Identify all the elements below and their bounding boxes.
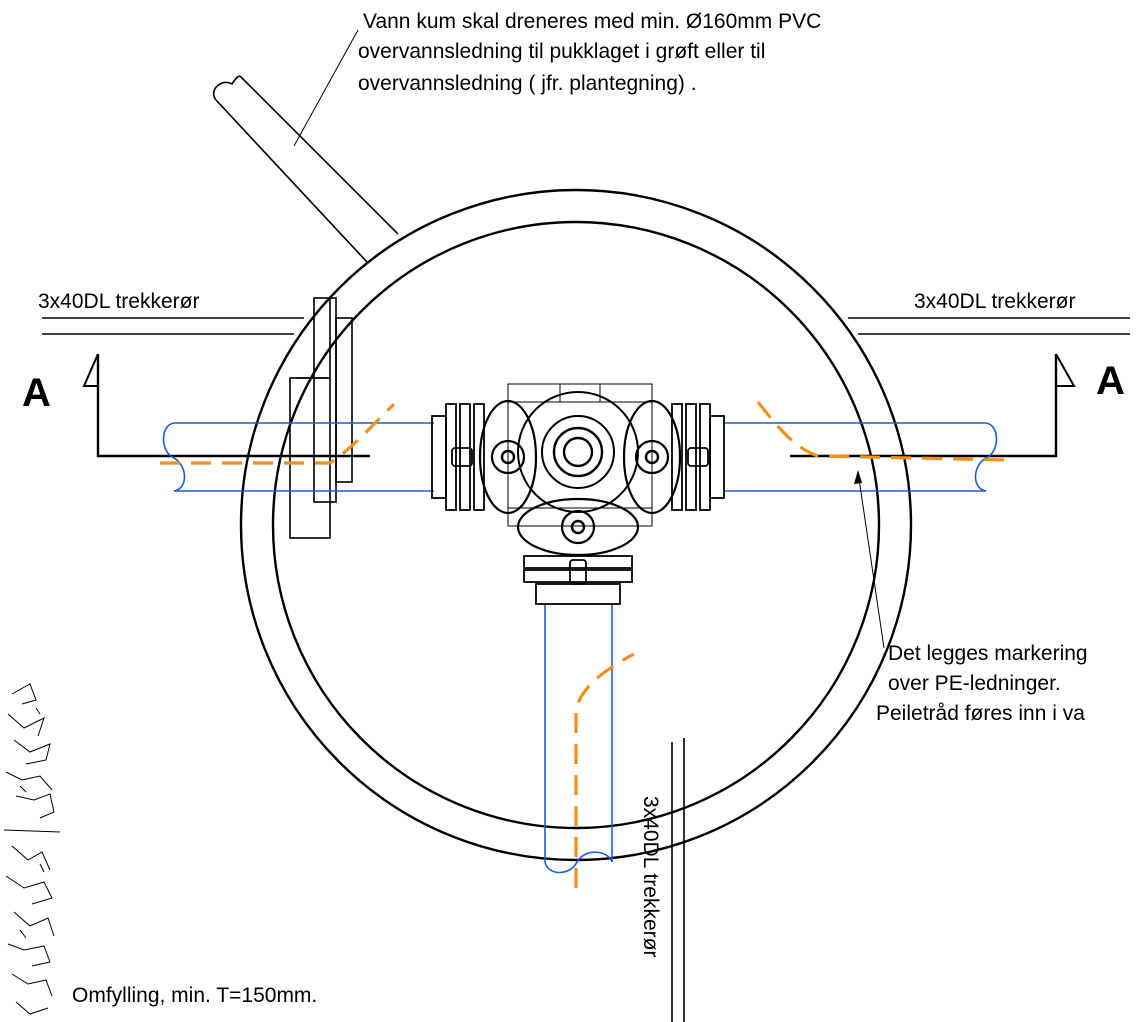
- marking-note-line2: over PE-ledninger.: [888, 672, 1061, 695]
- duct-right-label: 3x40DL trekkerør: [914, 290, 1075, 313]
- duct-left-label: 3x40DL trekkerør: [38, 290, 199, 313]
- marking-note-line1: Det legges markering: [888, 642, 1088, 665]
- drain-note-line1: Vann kum skal dreneres med min. Ø160mm P…: [363, 10, 821, 33]
- duct-right-lines: [848, 317, 1130, 335]
- drain-pipe: [212, 75, 399, 263]
- marking-note-arrow: [854, 470, 862, 484]
- duct-bottom-label: 3x40DL trekkerør: [639, 796, 662, 957]
- pe-pipe-left: [162, 422, 434, 492]
- section-marker-left: [82, 353, 370, 458]
- manhole-outer-wall: [239, 188, 913, 862]
- manhole-inner-wall: [271, 220, 881, 830]
- section-marker-right: [790, 353, 1076, 458]
- section-label-left: A: [22, 371, 51, 415]
- duct-left-lines: [42, 317, 304, 335]
- marking-note-leader: [857, 471, 885, 649]
- drain-note-line2: overvannsledning til pukklaget i grøft e…: [358, 40, 765, 63]
- section-label-right: A: [1096, 359, 1125, 403]
- duct-bottom-lines: [671, 738, 685, 1022]
- marking-note-line3: Peiletråd føres inn i va: [876, 702, 1085, 725]
- valve-assembly: [431, 383, 725, 605]
- pe-pipe-bottom: [544, 604, 613, 874]
- backfill-label: Omfylling, min. T=150mm.: [72, 984, 317, 1007]
- drain-note-leader: [293, 29, 359, 147]
- backfill-hatch: [3, 683, 61, 1015]
- left-wall-penetration: [289, 297, 353, 539]
- marking-tape: [160, 401, 1009, 888]
- drain-note-line3: overvannsledning ( jfr. plantegning) .: [358, 72, 697, 95]
